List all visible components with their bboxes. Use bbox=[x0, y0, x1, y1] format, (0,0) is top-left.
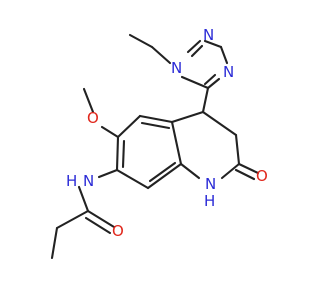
bond bbox=[203, 73, 217, 86]
bond bbox=[55, 209, 90, 230]
atom-label-oxygen: O bbox=[112, 222, 124, 240]
bond bbox=[234, 168, 256, 181]
bond bbox=[86, 209, 116, 229]
atom-label-oxygen: O bbox=[256, 167, 268, 185]
bond bbox=[115, 168, 150, 190]
bond bbox=[170, 110, 205, 124]
bond bbox=[201, 86, 210, 114]
bond bbox=[50, 226, 59, 260]
bond bbox=[234, 133, 241, 166]
atom-label-nitrogen: N bbox=[205, 175, 216, 193]
bond bbox=[179, 162, 201, 180]
atom-label-oxygen: O bbox=[87, 109, 99, 127]
bond bbox=[148, 161, 177, 183]
bond bbox=[82, 87, 95, 114]
atom-label-hydrogen: H bbox=[204, 192, 215, 210]
bond bbox=[116, 114, 142, 139]
molecule-structure: N N N O N H O N H O bbox=[50, 26, 268, 260]
bond bbox=[121, 139, 126, 169]
atom-label-nitrogen: N bbox=[171, 59, 182, 77]
atom-label-nitrogen: N bbox=[83, 172, 94, 190]
bond bbox=[84, 216, 112, 235]
bond bbox=[220, 162, 241, 180]
bond bbox=[203, 39, 223, 49]
bond-layer bbox=[50, 33, 260, 260]
bond bbox=[146, 162, 183, 190]
bond bbox=[140, 121, 171, 130]
bond bbox=[186, 39, 202, 54]
bond bbox=[138, 114, 174, 124]
bond bbox=[150, 45, 172, 65]
bond bbox=[206, 77, 221, 90]
atom-label-hydrogen: H bbox=[66, 172, 77, 190]
bond bbox=[201, 110, 238, 137]
atom-label-layer: N N N O N H O N H O bbox=[66, 26, 268, 240]
bond bbox=[190, 44, 204, 58]
bond bbox=[237, 162, 260, 175]
bond bbox=[77, 185, 90, 213]
bond bbox=[97, 168, 119, 179]
bond bbox=[170, 120, 183, 166]
bond bbox=[100, 125, 120, 139]
atom-label-nitrogen: N bbox=[223, 63, 234, 81]
atom-label-nitrogen: N bbox=[203, 26, 214, 44]
bond bbox=[128, 33, 154, 49]
bond bbox=[115, 135, 120, 172]
bond bbox=[180, 75, 210, 90]
bond bbox=[219, 45, 229, 65]
